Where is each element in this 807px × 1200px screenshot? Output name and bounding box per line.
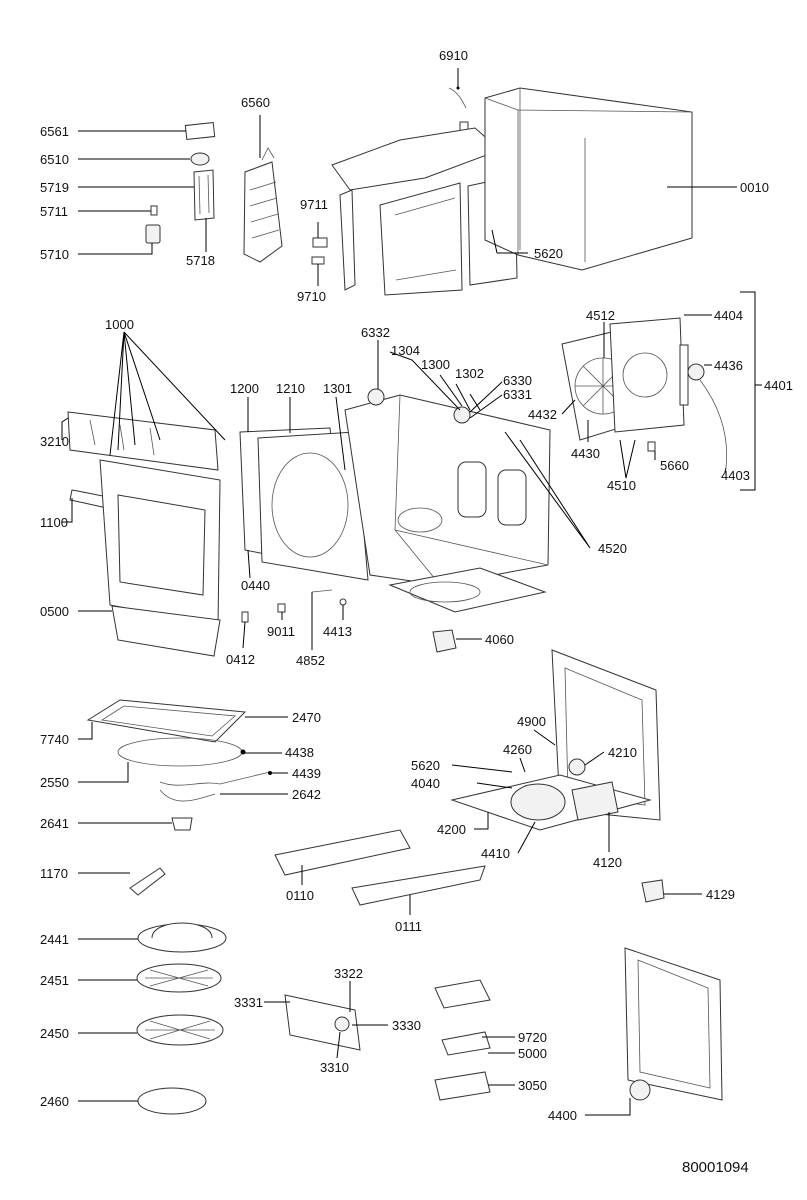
label-3310: 3310 [320,1060,349,1075]
label-6560: 6560 [241,95,270,110]
label-7740: 7740 [40,732,69,747]
label-1100: 1100 [40,515,68,530]
label-4900: 4900 [517,714,546,729]
label-4439: 4439 [292,766,321,781]
label-6331: 6331 [503,387,532,402]
label-2441: 2441 [40,932,69,947]
label-5660: 5660 [660,458,689,473]
label-3331: 3331 [234,995,263,1010]
label-5711: 5711 [40,204,68,219]
label-6332: 6332 [361,325,390,340]
label-4210: 4210 [608,745,637,760]
label-4040: 4040 [411,776,440,791]
label-6910: 6910 [439,48,468,63]
label-4430: 4430 [571,446,600,461]
label-1210: 1210 [276,381,305,396]
label-2460: 2460 [40,1094,69,1109]
leader-lines [61,68,762,1116]
part-labels: 6910 6560 6561 6510 5719 5711 5710 5718 … [40,48,793,1176]
label-6561: 6561 [40,124,69,139]
label-9710: 9710 [297,289,326,304]
label-3210: 3210 [40,434,69,449]
label-5718: 5718 [186,253,215,268]
label-2450: 2450 [40,1026,69,1041]
label-4260: 4260 [503,742,532,757]
label-5710: 5710 [40,247,69,262]
label-4436: 4436 [714,358,743,373]
lower-parts [86,649,723,1115]
label-2641: 2641 [40,816,69,831]
label-4401: 4401 [764,378,793,393]
label-1200: 1200 [230,381,259,396]
label-1302: 1302 [455,366,484,381]
middle-parts [67,317,728,657]
label-4060: 4060 [485,632,514,647]
label-5620-top: 5620 [534,246,563,261]
label-4852: 4852 [296,653,325,668]
label-3330: 3330 [392,1018,421,1033]
label-4404: 4404 [714,308,743,323]
label-3050: 3050 [518,1078,547,1093]
label-4413: 4413 [323,624,352,639]
label-4120: 4120 [593,855,622,870]
label-5000: 5000 [518,1046,547,1061]
label-1304: 1304 [391,343,420,358]
document-number: 80001094 [682,1159,749,1176]
label-1301: 1301 [323,381,352,396]
label-1300: 1300 [421,357,450,372]
label-0110: 0110 [286,888,314,903]
label-5719: 5719 [40,180,69,195]
label-0440: 0440 [241,578,270,593]
label-1000: 1000 [105,317,134,332]
label-0010: 0010 [740,180,769,195]
label-4400: 4400 [548,1108,577,1123]
label-2451: 2451 [40,973,69,988]
label-9711: 9711 [300,197,328,212]
label-2550: 2550 [40,775,69,790]
label-9720: 9720 [518,1030,547,1045]
label-9011: 9011 [267,624,295,639]
label-4403: 4403 [721,468,750,483]
label-4438: 4438 [285,745,314,760]
label-5620-bottom: 5620 [411,758,440,773]
label-6330: 6330 [503,373,532,388]
label-2470: 2470 [292,710,321,725]
label-0412: 0412 [226,652,255,667]
label-3322: 3322 [334,966,363,981]
label-4520: 4520 [598,541,627,556]
label-4512: 4512 [586,308,615,323]
label-6510: 6510 [40,152,69,167]
label-1170: 1170 [40,866,68,881]
label-4410: 4410 [481,846,510,861]
label-4510: 4510 [607,478,636,493]
label-4129: 4129 [706,887,735,902]
label-4200: 4200 [437,822,466,837]
top-parts [145,87,693,296]
label-4432: 4432 [528,407,557,422]
label-2642: 2642 [292,787,321,802]
label-0500: 0500 [40,604,69,619]
label-0111: 0111 [395,919,422,934]
